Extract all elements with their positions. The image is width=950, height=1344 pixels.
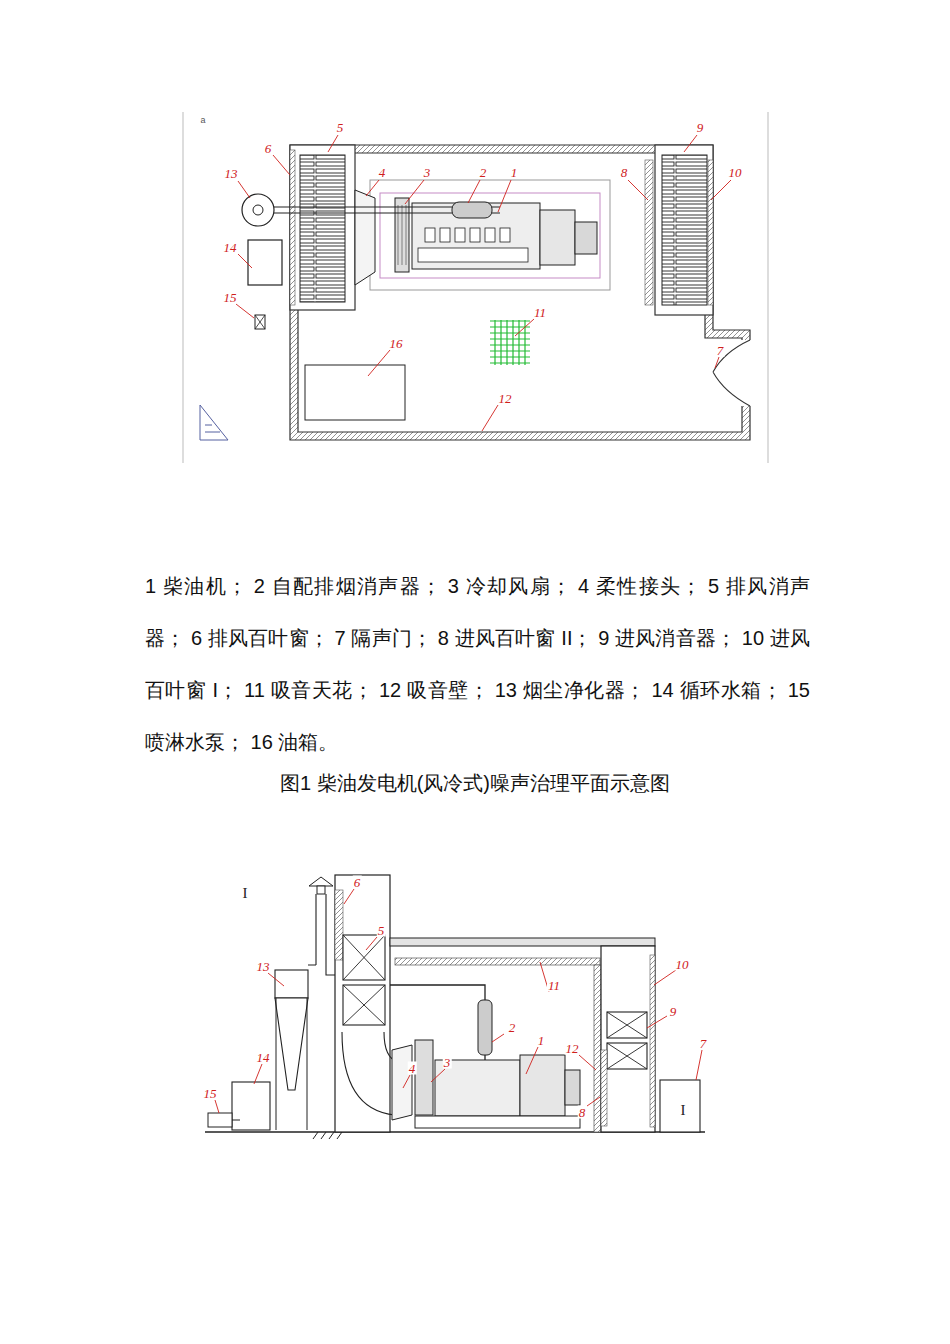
section-mark: I xyxy=(681,1103,686,1118)
key-item: 9 进风消音器； xyxy=(598,627,736,649)
callout-number: 6 xyxy=(264,142,273,155)
key-item: 12 吸音壁； xyxy=(379,679,489,701)
callout-number: 1 xyxy=(537,1034,546,1047)
callout-number: 2 xyxy=(508,1021,517,1034)
callout-number: 10 xyxy=(675,958,690,971)
callout-number: 3 xyxy=(423,166,432,179)
key-item: 8 进风百叶窗 II； xyxy=(438,627,593,649)
key-item: 2 自配排烟消声器； xyxy=(254,575,441,597)
callout-number: 13 xyxy=(224,167,239,180)
callout-number: 8 xyxy=(578,1106,587,1119)
callout-number: 11 xyxy=(533,306,547,319)
plan-view xyxy=(183,112,768,463)
key-list: 1 柴油机； 2 自配排烟消声器； 3 冷却风扇； 4 柔性接头； 5 排风消声… xyxy=(145,560,810,768)
corner-mark: a xyxy=(200,116,205,125)
figure-caption: 图1 柴油发电机(风冷式)噪声治理平面示意图 xyxy=(0,770,950,797)
callout-number: 1 xyxy=(510,166,519,179)
callout-number: 7 xyxy=(716,344,725,357)
key-item: 1 柴油机； xyxy=(145,575,247,597)
callout-number: 9 xyxy=(669,1005,678,1018)
callout-number: 15 xyxy=(223,291,238,304)
callout-number: 9 xyxy=(696,121,705,134)
callout-number: 14 xyxy=(256,1051,271,1064)
key-item: 7 隔声门； xyxy=(335,627,432,649)
callout-number: 4 xyxy=(378,166,387,179)
callout-number: 11 xyxy=(547,979,561,992)
key-item: 16 油箱。 xyxy=(251,731,339,753)
callout-number: 3 xyxy=(443,1056,452,1069)
callout-number: 13 xyxy=(256,960,271,973)
key-item: 11 吸音天花； xyxy=(244,679,373,701)
section-mark: I xyxy=(243,886,248,901)
callout-number: 8 xyxy=(620,166,629,179)
callout-number: 5 xyxy=(336,121,345,134)
key-item: 3 冷却风扇； xyxy=(448,575,571,597)
callout-number: 4 xyxy=(408,1062,417,1075)
callout-number: 2 xyxy=(479,166,488,179)
callout-number: 6 xyxy=(353,876,362,889)
callout-number: 16 xyxy=(389,337,404,350)
callout-number: 12 xyxy=(565,1042,580,1055)
key-item: 14 循环水箱； xyxy=(651,679,781,701)
callout-number: 7 xyxy=(699,1037,708,1050)
callout-number: 15 xyxy=(203,1087,218,1100)
section-view xyxy=(205,875,705,1139)
callout-number: 10 xyxy=(728,166,743,179)
key-item: 4 柔性接头； xyxy=(578,575,701,597)
key-item: 6 排风百叶窗； xyxy=(191,627,329,649)
key-item: 13 烟尘净化器； xyxy=(495,679,646,701)
callout-number: 12 xyxy=(498,392,513,405)
callout-number: 14 xyxy=(223,241,238,254)
callout-number: 5 xyxy=(377,924,386,937)
